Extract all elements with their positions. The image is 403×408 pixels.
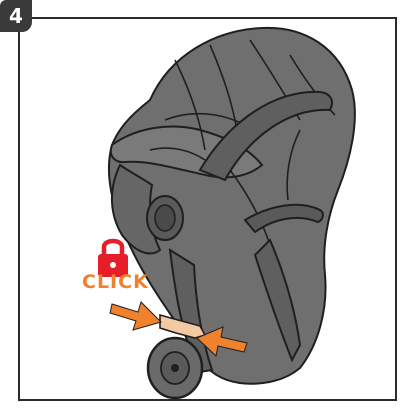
click-label: CLICK [82,271,149,293]
arrow-right-icon [110,302,161,330]
